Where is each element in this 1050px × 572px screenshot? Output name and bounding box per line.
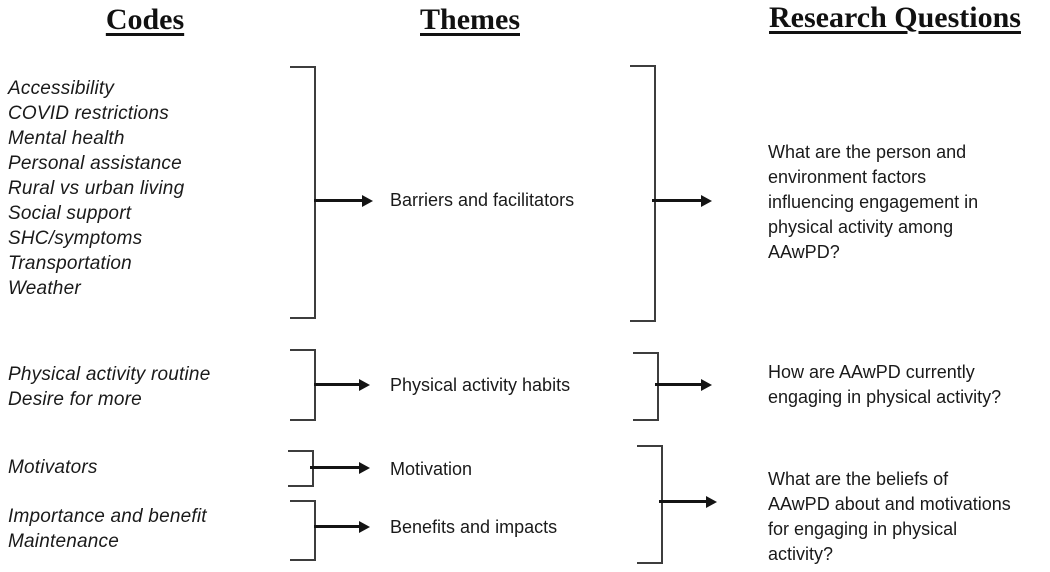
themes-column-header: Themes <box>420 3 520 36</box>
code-group-motivation: Motivators <box>8 457 98 478</box>
arrow-codes-to-theme-1-icon <box>314 199 362 202</box>
arrow-theme-to-question-1-icon <box>652 199 701 202</box>
bracket-codes-group-1 <box>290 66 316 319</box>
bracket-theme-to-question-2 <box>633 352 659 421</box>
theme-physical-activity-habits: Physical activity habits <box>390 375 571 395</box>
code-group-physical-activity-habits: Physical activity routine Desire for mor… <box>8 364 211 410</box>
arrow-theme-to-question-2-icon <box>655 383 701 386</box>
research-question-2: How are AAwPD currently engaging in phys… <box>768 362 1002 407</box>
theme-barriers-and-facilitators: Barriers and facilitators <box>390 190 575 210</box>
research-questions-column-header: Research Questions <box>769 1 1021 34</box>
codes-column-header: Codes <box>105 3 185 36</box>
code-group-barriers-facilitators: Accessibility COVID restrictions Mental … <box>8 78 185 299</box>
bracket-themes-to-question-3 <box>637 445 663 564</box>
arrow-themes-to-question-3-icon <box>659 500 706 503</box>
arrow-codes-to-theme-2-icon <box>314 383 359 386</box>
research-question-3: What are the beliefs of AAwPD about and … <box>768 469 1011 564</box>
arrow-codes-to-theme-4-icon <box>314 525 359 528</box>
arrow-codes-to-theme-3-icon <box>310 466 359 469</box>
bracket-codes-group-2 <box>290 349 316 421</box>
research-question-1: What are the person and environment fact… <box>768 142 979 262</box>
code-group-benefits-impacts: Importance and benefit Maintenance <box>8 506 207 552</box>
bracket-theme-to-question-1 <box>630 65 656 322</box>
theme-motivation: Motivation <box>390 459 473 479</box>
theme-benefits-and-impacts: Benefits and impacts <box>390 517 558 537</box>
bracket-codes-group-4 <box>290 500 316 561</box>
